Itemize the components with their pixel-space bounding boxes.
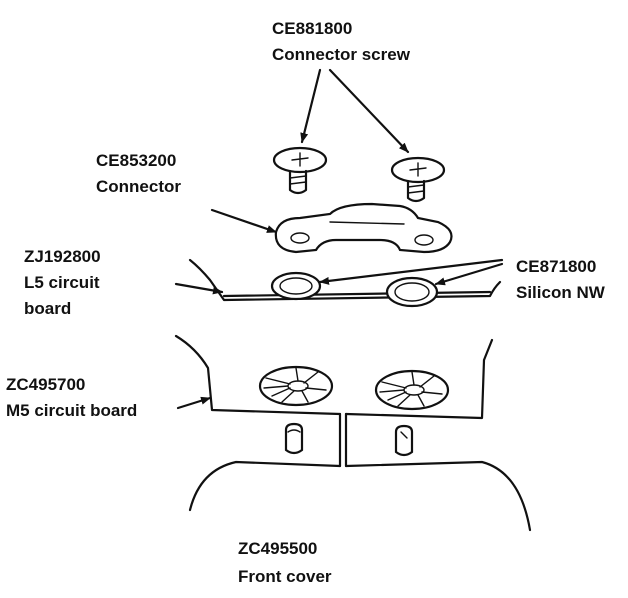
silicon-ring-right: [385, 276, 439, 308]
screw-arrow-right: [328, 68, 410, 154]
l5-circuit-board: [188, 258, 502, 302]
connector-screw-left: [272, 146, 328, 195]
silicon-nw-code: CE871800: [516, 257, 597, 276]
l5-board-line3: board: [24, 299, 72, 318]
front-cover-name: Front cover: [238, 567, 332, 586]
m5-board-arrow: [176, 396, 212, 410]
connector-arrow: [210, 208, 278, 234]
silicon-arrow-right: [434, 262, 504, 286]
silicon-ring-left: [270, 271, 322, 301]
peg-left: [284, 422, 304, 455]
connector-screw-name: Connector screw: [272, 45, 410, 64]
m5-circuit-board: [174, 334, 494, 468]
l5-board-line2: L5 circuit: [24, 273, 100, 292]
connector-screw-right: [390, 156, 446, 203]
connector-screw-code: CE881800: [272, 19, 353, 38]
l5-board-arrow: [174, 282, 224, 295]
disc-right: [374, 369, 450, 411]
silicon-arrow-left: [318, 258, 504, 285]
front-cover: [188, 460, 532, 532]
silicon-nw-name: Silicon NW: [516, 283, 605, 302]
disc-left: [258, 365, 334, 407]
m5-board-name: M5 circuit board: [6, 401, 138, 420]
connector-name: Connector: [96, 177, 181, 196]
connector-bar: [274, 202, 453, 254]
m5-board-code: ZC495700: [6, 375, 86, 394]
screw-arrow-left: [300, 68, 322, 144]
l5-board-code: ZJ192800: [24, 247, 101, 266]
peg-right: [394, 424, 414, 457]
front-cover-code: ZC495500: [238, 539, 318, 558]
connector-code: CE853200: [96, 151, 177, 170]
